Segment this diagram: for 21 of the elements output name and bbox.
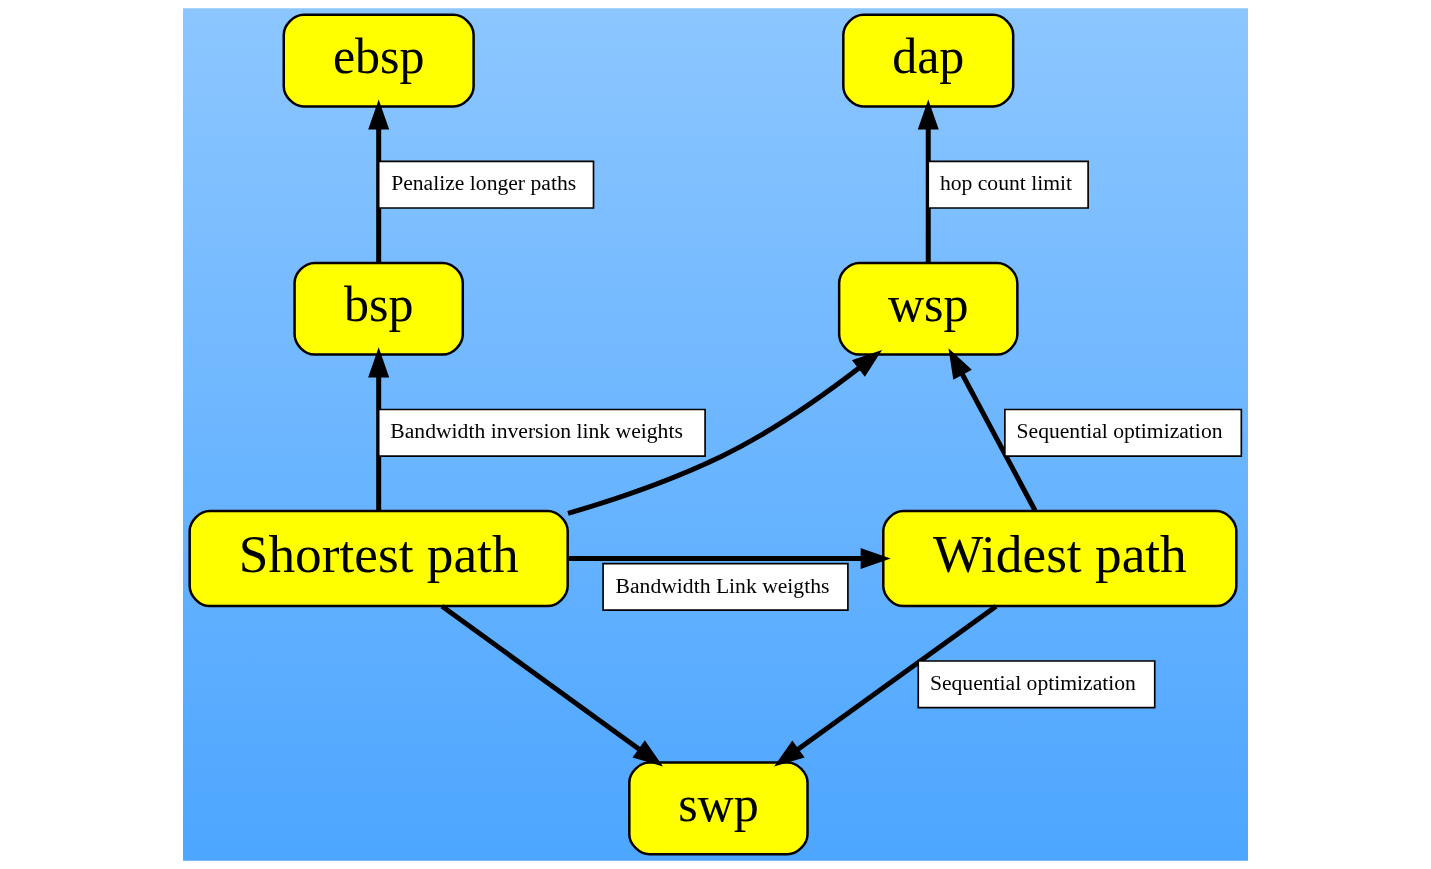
arrow (368, 347, 390, 511)
arrow (948, 348, 1038, 512)
edge-label: Penalize longer paths (391, 171, 577, 196)
arrow (567, 548, 891, 570)
node-box: Widest path (882, 509, 1238, 608)
edge-label: Bandwidth Link weigths (615, 573, 830, 598)
edge-label: Sequential optimization (929, 670, 1136, 695)
arrow (774, 604, 998, 767)
arrow (368, 99, 390, 263)
edge-label: Bandwidth inversion link weights (390, 419, 683, 444)
arrow (440, 604, 664, 767)
node-box: bsp (293, 261, 465, 356)
node-box: ebsp (282, 13, 475, 108)
arrow (567, 349, 883, 516)
edge-label: hop count limit (939, 171, 1073, 196)
node-box: Shortest path (188, 509, 569, 608)
node-box: wsp (837, 261, 1019, 356)
edge-label: Sequential optimization (1016, 419, 1223, 444)
node-box: dap (842, 13, 1015, 108)
node-box: swp (628, 761, 809, 856)
arrow (917, 99, 939, 263)
